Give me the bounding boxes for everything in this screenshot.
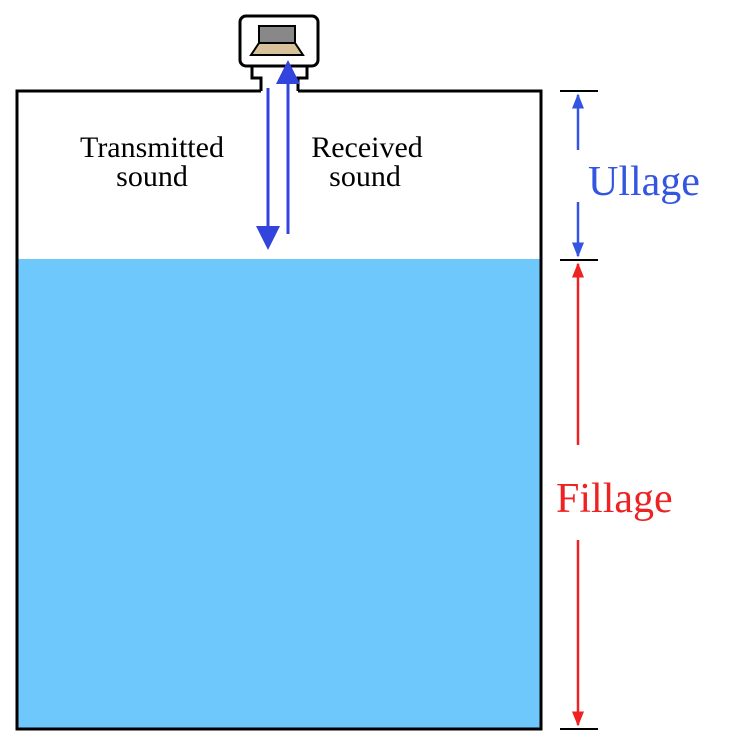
- ullage-label: Ullage: [588, 159, 700, 205]
- received-label-line1: Received: [311, 131, 423, 164]
- transmitted-label-line2: sound: [116, 160, 188, 193]
- ultrasonic-transducer-icon: [238, 14, 320, 68]
- tank-nozzle: [250, 64, 309, 91]
- received-label-line2: sound: [329, 160, 401, 193]
- tank-outline: [15, 89, 543, 731]
- liquid-fill: [17, 259, 541, 729]
- transmitted-label-line1: Transmitted: [80, 131, 224, 164]
- fillage-label: Fillage: [556, 476, 673, 522]
